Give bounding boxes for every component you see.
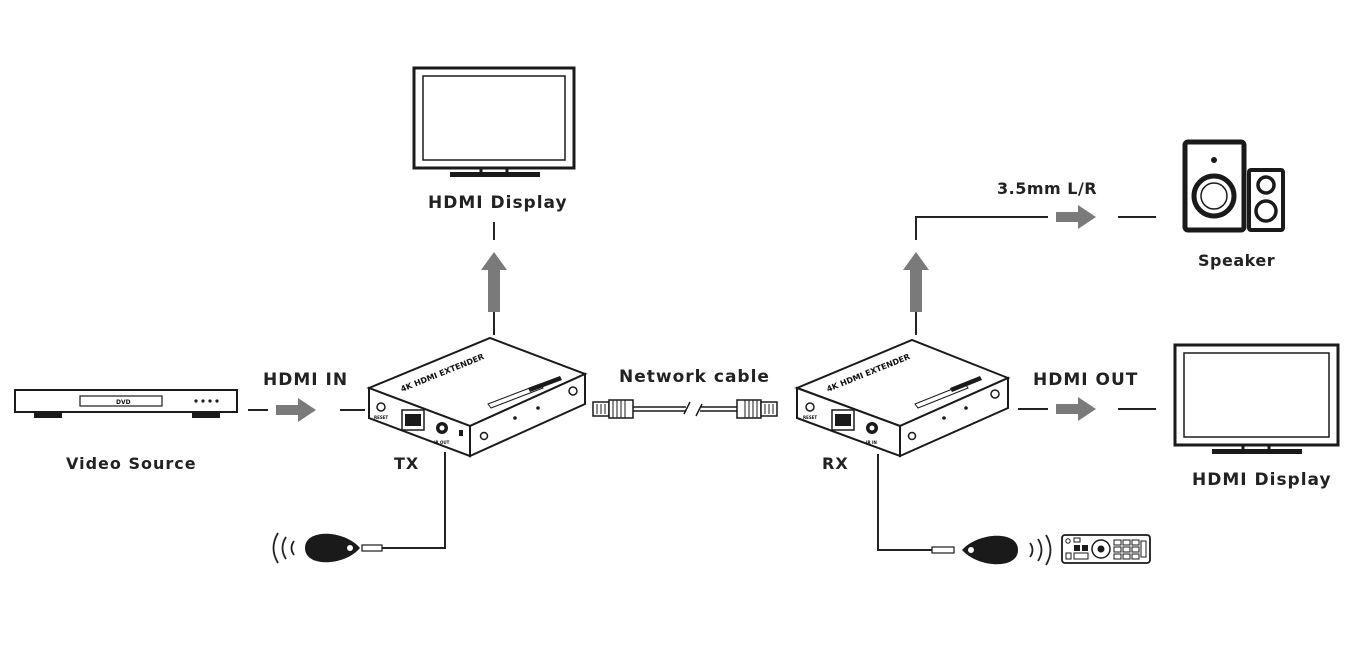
network-cable-icon <box>592 399 778 419</box>
rx-irin-port-label: IR IN <box>866 440 877 445</box>
speaker-icon <box>1182 139 1285 233</box>
arrow-up-to-top-display <box>481 252 507 312</box>
tx-ir-signal-icon <box>272 532 295 564</box>
hdmi-out-label: HDMI OUT <box>1033 370 1139 390</box>
rx-ir-signal-icon <box>1029 534 1052 566</box>
network-cable-label: Network cable <box>619 367 770 387</box>
audio-line <box>915 216 1048 240</box>
rx-ir-cable <box>877 454 932 551</box>
tx-ir-cable <box>380 452 446 549</box>
hdmi-display-right-label: HDMI Display <box>1192 470 1332 490</box>
arrow-hdmi-out <box>1056 397 1096 421</box>
tx-ir-eye-icon <box>305 533 360 563</box>
arrow-hdmi-in <box>276 398 316 422</box>
hdmi-display-top-icon <box>412 66 576 177</box>
tx-irout-port-label: IR OUT <box>434 440 450 445</box>
rx-label: RX <box>822 454 849 473</box>
remote-control-icon <box>1061 534 1151 564</box>
audio-out-label: 3.5mm L/R <box>997 179 1098 198</box>
arrow-audio-out <box>1056 205 1096 229</box>
video-source-dvd-icon: DVD <box>14 389 238 418</box>
rx-reset-port-label: RESET <box>803 415 817 420</box>
arrow-up-to-audio <box>903 252 929 312</box>
tx-reset-port-label: RESET <box>374 415 388 420</box>
tx-label: TX <box>394 454 420 473</box>
hdmi-in-label: HDMI IN <box>263 370 349 390</box>
rx-extender-box: 4K HDMI EXTENDER RESET IR IN <box>794 338 1011 458</box>
video-source-label: Video Source <box>66 454 197 473</box>
hdmi-display-right-icon <box>1173 343 1340 454</box>
dvd-label: DVD <box>116 399 131 406</box>
rx-ir-eye-icon <box>962 535 1018 565</box>
speaker-label: Speaker <box>1198 251 1276 270</box>
hdmi-display-top-label: HDMI Display <box>428 193 568 213</box>
tx-extender-box: 4K HDMI EXTENDER RESET IR OUT <box>366 336 588 458</box>
